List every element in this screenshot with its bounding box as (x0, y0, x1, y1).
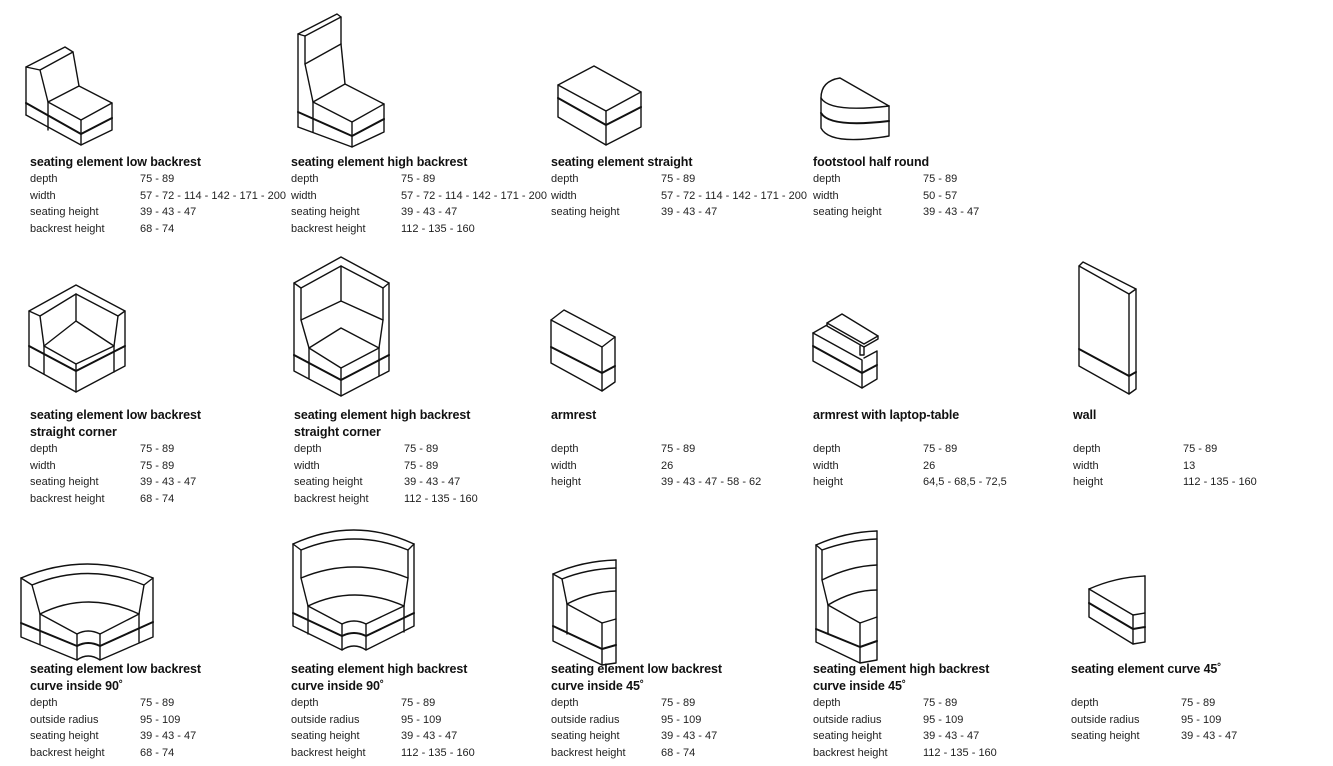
seating-curve-45-drawing (1088, 575, 1150, 648)
item-title: footstool half round (813, 155, 930, 169)
item-title: seating element curve 45˚ (1071, 662, 1222, 676)
seating-high-backrest-curve-45-drawing (815, 530, 880, 664)
seating-low-backrest-corner-drawing (28, 284, 128, 394)
seating-low-backrest-curve-90-drawing (20, 562, 156, 661)
item-title: armrest (551, 408, 597, 422)
seating-low-backrest-drawing (25, 45, 120, 150)
item-subtitle: straight corner (30, 425, 117, 439)
seating-low-backrest-curve-45-drawing (552, 559, 622, 666)
item-title: seating element straight (551, 155, 693, 169)
item-subtitle: curve inside 45˚ (813, 679, 906, 693)
seating-high-backrest-corner-drawing (293, 256, 391, 401)
seating-straight-drawing (557, 65, 647, 147)
item-title: seating element high backrest (291, 662, 468, 676)
item-title: seating element low backrest (551, 662, 722, 676)
item-subtitle: curve inside 90˚ (30, 679, 123, 693)
item-title: seating element low backrest (30, 155, 201, 169)
item-subtitle: curve inside 45˚ (551, 679, 644, 693)
wall-drawing (1078, 261, 1140, 397)
item-title: seating element low backrest (30, 408, 201, 422)
item-title: seating element high backrest (291, 155, 468, 169)
item-title: seating element low backrest (30, 662, 201, 676)
item-title: wall (1073, 408, 1097, 422)
item-subtitle: curve inside 90˚ (291, 679, 384, 693)
armrest-drawing (550, 309, 620, 394)
item-subtitle: straight corner (294, 425, 381, 439)
item-title: armrest with laptop-table (813, 408, 960, 422)
item-title: seating element high backrest (294, 408, 471, 422)
seating-high-backrest-drawing (297, 12, 392, 148)
item-title: seating element high backrest (813, 662, 990, 676)
footstool-half-round-drawing (820, 76, 892, 148)
seating-high-backrest-curve-90-drawing (292, 528, 418, 658)
armrest-laptop-table-drawing (812, 313, 882, 395)
